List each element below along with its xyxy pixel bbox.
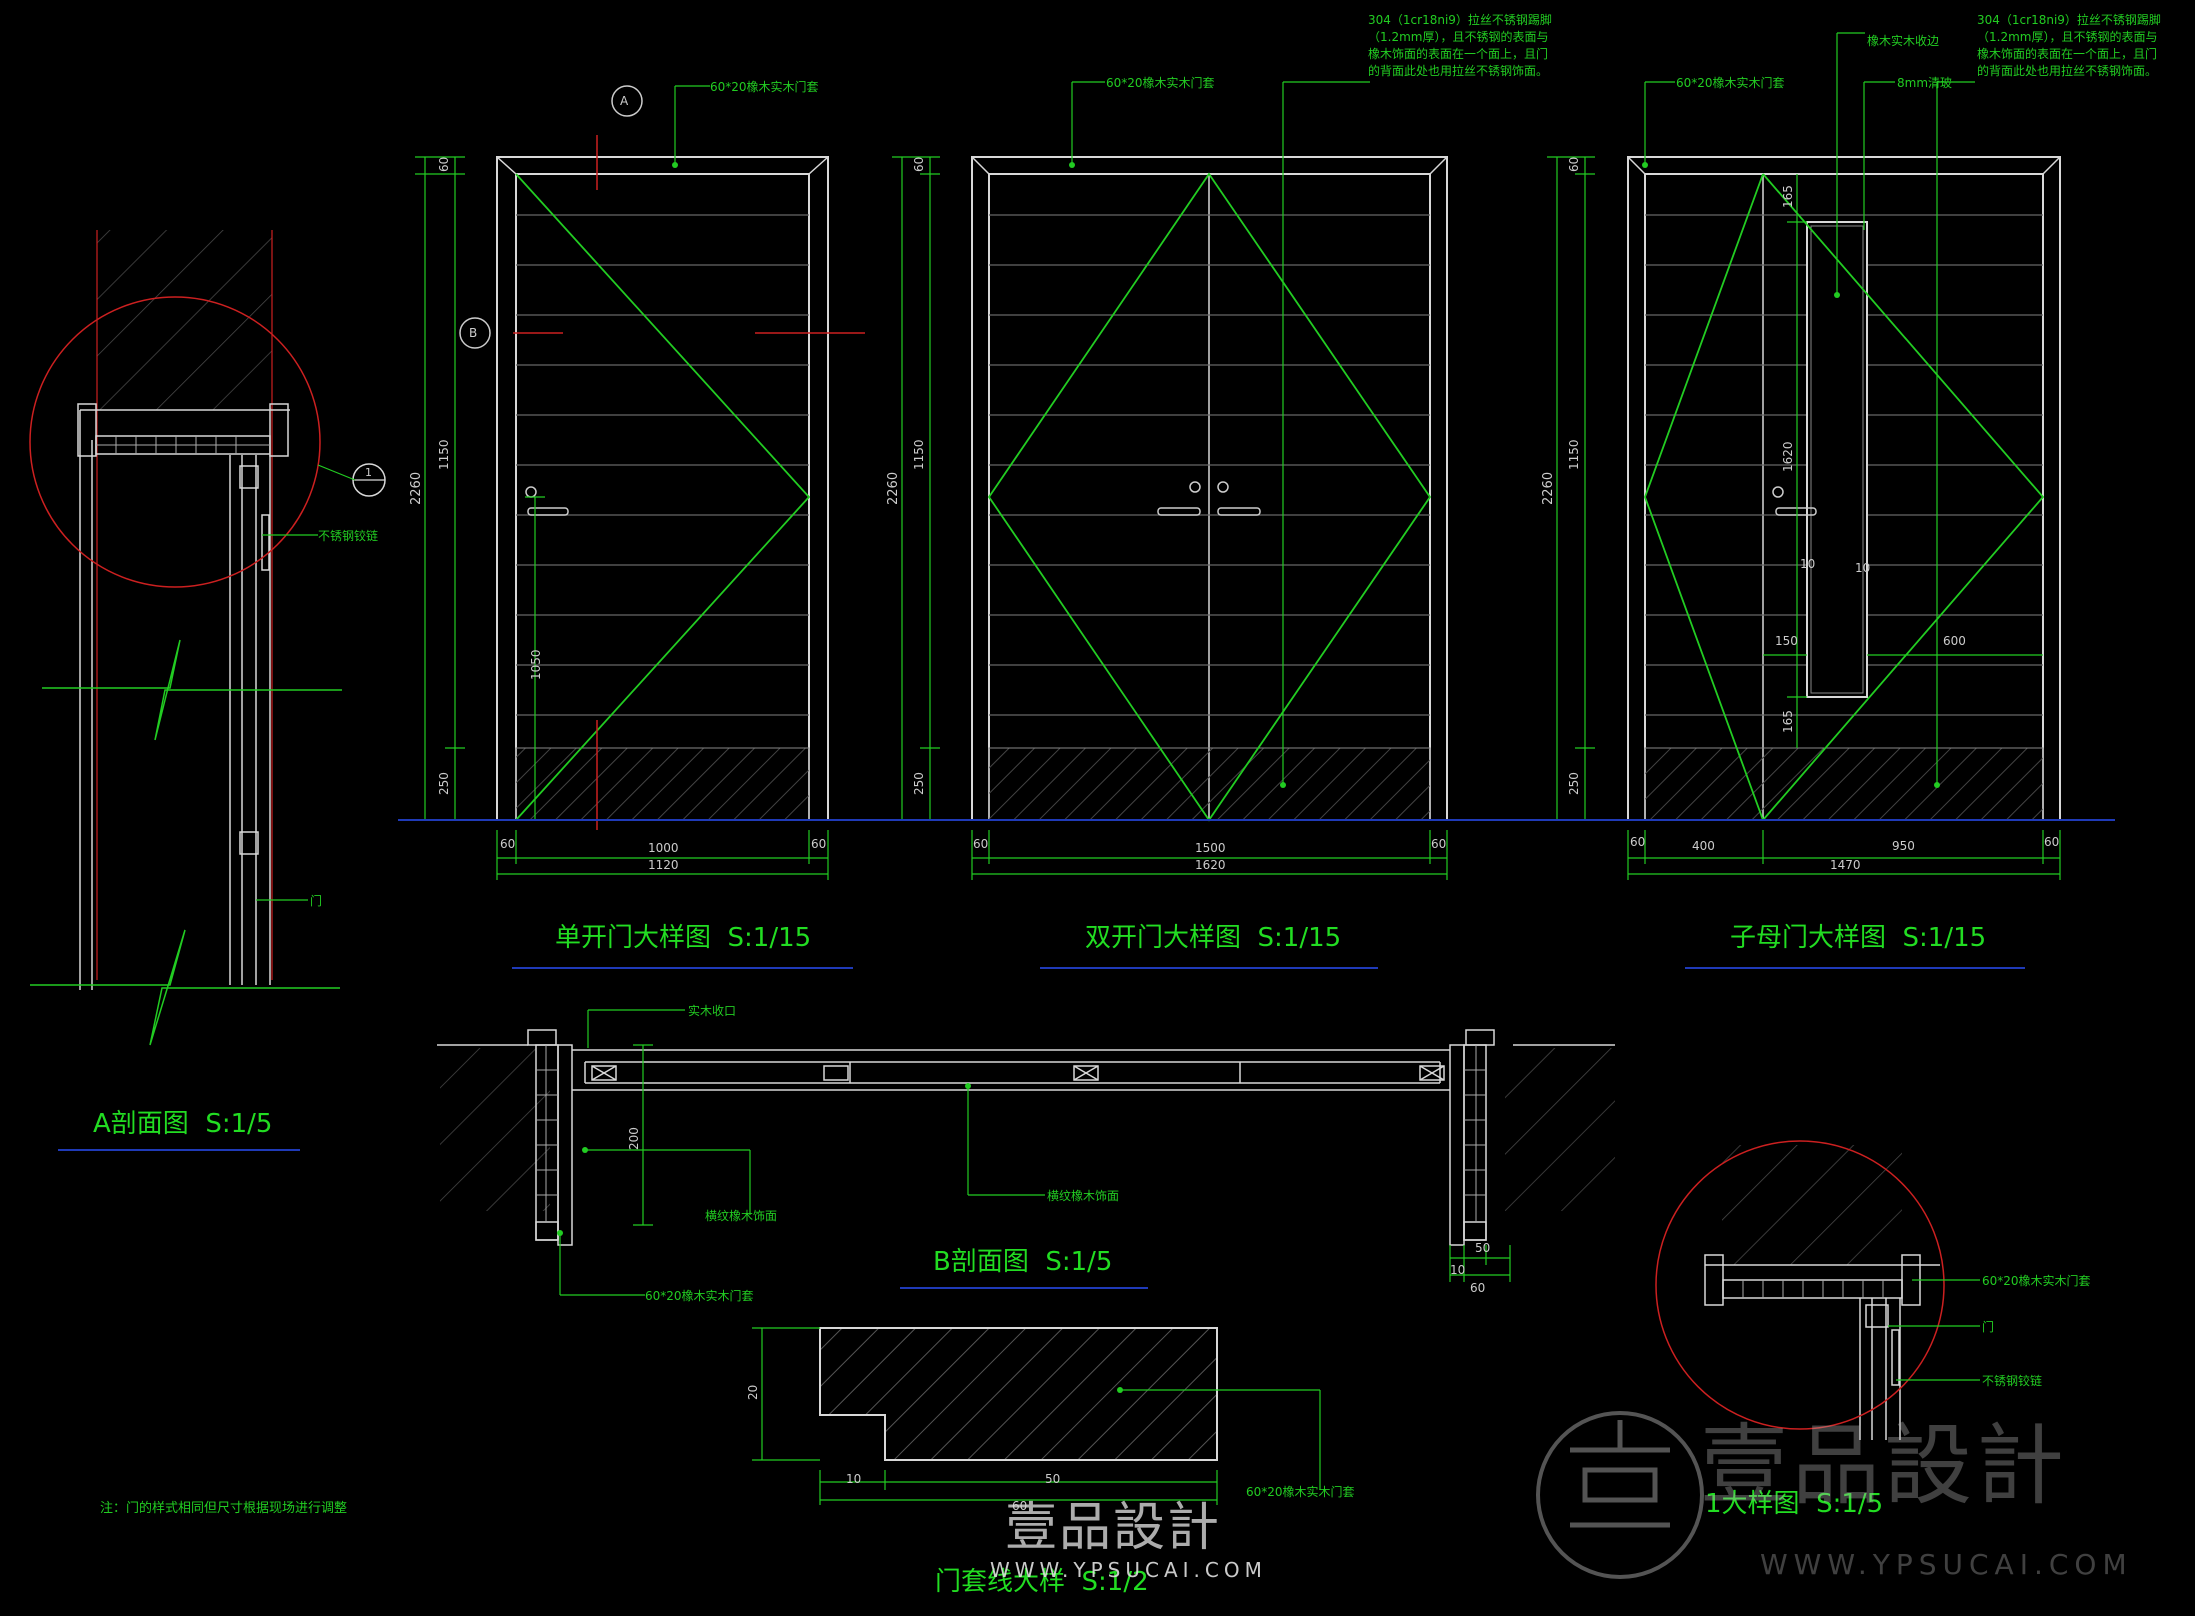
double-door-elevation: 60*20橡木实木门套 304（1cr18ni9）拉丝不锈钢踢脚（1.2mm厚）… (886, 13, 1552, 969)
single-door-dim-w-left: 60 (500, 837, 515, 851)
double-door-callout: 60*20橡木实木门套 (1106, 75, 1215, 90)
mother-son-dim-mid: 1150 (1567, 439, 1581, 470)
single-door-dim-top: 60 (437, 157, 451, 172)
detail-1-label-trim: 60*20橡木实木门套 (1982, 1273, 2091, 1288)
double-door-dim-mid: 1150 (912, 439, 926, 470)
single-door-dim-w-inner: 1000 (648, 841, 679, 855)
trim-dim-total: 60 (1012, 1499, 1027, 1513)
double-door-title: 双开门大样图 S:1/15 (1085, 923, 1341, 953)
double-door-dim-w-left: 60 (973, 837, 988, 851)
mother-son-dim-w-right: 60 (2044, 835, 2059, 849)
section-b-title: B剖面图 S:1/5 (933, 1247, 1112, 1277)
detail-1-label-hinge: 不锈钢铰链 (1982, 1373, 2042, 1388)
section-b-label-left: 横纹橡木饰面 (705, 1209, 777, 1223)
section-a: 1 不锈钢铰链 门 A剖面图 S:1/5 (29, 230, 386, 1151)
mother-son-callout-top: 60*20橡木实木门套 (1676, 75, 1785, 90)
mother-son-dim-side-right: 10 (1855, 561, 1870, 575)
mother-son-note: 304（1cr18ni9）拉丝不锈钢踢脚（1.2mm厚），且不锈钢的表面与橡木饰… (1977, 13, 2161, 78)
section-b-dim-thickness: 200 (627, 1127, 641, 1150)
mother-son-title: 子母门大样图 S:1/15 (1730, 923, 1986, 953)
watermark-url-right: WWW.YPSUCAI.COM (1760, 1548, 2133, 1581)
mother-son-callout-glass: 8mm清玻 (1897, 76, 1952, 90)
watermark-url-center: WWW.YPSUCAI.COM (990, 1558, 1267, 1582)
detail-1-label-door: 门 (1982, 1319, 1994, 1334)
mother-son-dim-total-h: 2260 (1541, 472, 1556, 505)
trim-title: 门套线大样 S:1/2 (935, 1567, 1149, 1597)
trim-label: 60*20橡木实木门套 (1246, 1484, 1355, 1499)
single-door-callout: 60*20橡木实木门套 (710, 79, 819, 94)
watermark-brand-center: 壹品設計 (1005, 1498, 1222, 1558)
mother-son-door-elevation: 60*20橡木实木门套 橡木实木收边 8mm清玻 304（1cr18ni9）拉丝… (1541, 13, 2161, 969)
single-door-dim-mid: 1150 (437, 439, 451, 470)
single-door-dim-handle: 1050 (529, 649, 543, 680)
section-b-label-center: 横纹橡木饰面 (1047, 1189, 1119, 1203)
watermark-brand-right: 壹品設計 (1700, 1414, 2069, 1517)
detail-1: 60*20橡木实木门套 门 不锈钢铰链 1大样图 S:1/5 (1655, 1140, 2091, 1519)
single-door-dim-w-total: 1120 (648, 858, 679, 872)
mother-son-dim-w-leaf-small: 400 (1692, 839, 1715, 853)
section-a-hinge-label: 不锈钢铰链 (318, 528, 378, 543)
single-door-dim-base: 250 (437, 772, 451, 795)
mother-son-dim-glass-top: 165 (1781, 185, 1795, 208)
section-b-label-bottom: 60*20橡木实木门套 (645, 1288, 754, 1303)
section-a-door-label: 门 (310, 893, 322, 908)
mother-son-dim-top: 60 (1567, 157, 1581, 172)
trim-dim-mid: 50 (1045, 1472, 1060, 1486)
detail-1-title: 1大样图 S:1/5 (1705, 1489, 1883, 1519)
section-b: 实木收口 横纹橡木饰面 横纹橡木饰面 60*20橡木实木门套 200 50 10… (437, 1003, 1615, 1303)
section-b-dim-r3: 60 (1470, 1281, 1485, 1295)
trim-detail: 20 10 50 60 60*20橡木实木门套 门套线大样 S:1/2 (746, 1327, 1355, 1597)
single-door-title: 单开门大样图 S:1/15 (555, 923, 811, 953)
double-door-dim-base: 250 (912, 772, 926, 795)
double-door-dim-w-total: 1620 (1195, 858, 1226, 872)
mother-son-dim-w-leaf-big: 950 (1892, 839, 1915, 853)
double-door-dim-top: 60 (912, 157, 926, 172)
section-a-marker: A (620, 94, 629, 108)
section-b-dim-r1: 50 (1475, 1241, 1490, 1255)
mother-son-dim-w-total: 1470 (1830, 858, 1861, 872)
double-door-dim-w-right: 60 (1431, 837, 1446, 851)
single-door-elevation: 60*20橡木实木门套 A B 2260 60 1150 250 1050 60… (409, 79, 865, 969)
mother-son-dim-offset-right: 600 (1943, 634, 1966, 648)
section-b-marker: B (469, 326, 477, 340)
mother-son-dim-offset-left: 150 (1775, 634, 1798, 648)
double-door-dim-w-inner: 1500 (1195, 841, 1226, 855)
double-door-note: 304（1cr18ni9）拉丝不锈钢踢脚（1.2mm厚），且不锈钢的表面与橡木饰… (1368, 13, 1552, 78)
section-a-marker-label: 1 (365, 466, 372, 479)
trim-dim-h: 20 (746, 1385, 760, 1400)
mother-son-dim-w-left: 60 (1630, 835, 1645, 849)
mother-son-dim-glass-h: 1620 (1781, 441, 1795, 472)
watermark-logo-mark (1536, 1411, 1704, 1579)
section-b-dim-r2: 10 (1450, 1263, 1465, 1277)
single-door-dim-total-h: 2260 (409, 472, 424, 505)
double-door-dim-total-h: 2260 (886, 472, 901, 505)
mother-son-dim-side-left: 10 (1800, 557, 1815, 571)
single-door-dim-w-right: 60 (811, 837, 826, 851)
mother-son-dim-glass-bottom: 165 (1781, 710, 1795, 733)
section-a-title: A剖面图 S:1/5 (93, 1109, 272, 1139)
mother-son-callout-edge: 橡木实木收边 (1867, 33, 1939, 48)
mother-son-dim-base: 250 (1567, 772, 1581, 795)
general-note: 注：门的样式相同但尺寸根据现场进行调整 (100, 1500, 347, 1516)
section-b-label-top: 实木收口 (688, 1003, 736, 1018)
trim-dim-left: 10 (846, 1472, 861, 1486)
